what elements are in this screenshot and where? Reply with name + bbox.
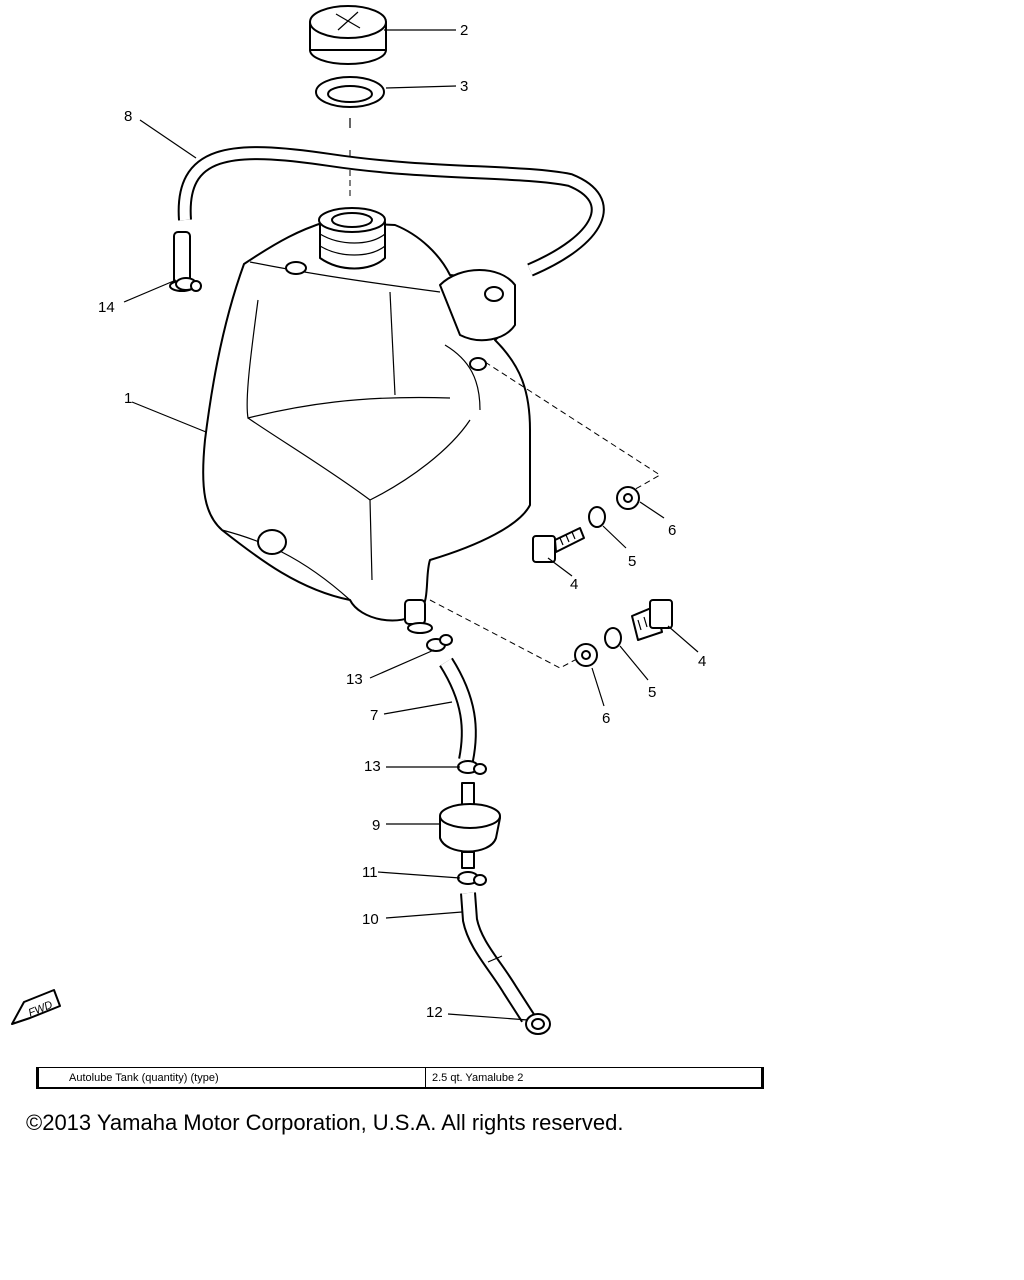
callout-12: 12 [426, 1004, 443, 1021]
callout-2: 2 [460, 22, 468, 39]
forward-arrow-icon: FWD [11, 989, 61, 1025]
oil-filter [439, 782, 501, 869]
callout-8: 8 [124, 108, 132, 125]
outlet-hose [439, 657, 477, 762]
callout-5-upper: 5 [628, 553, 636, 570]
oil-tank [202, 207, 531, 634]
copyright-notice: ©2013 Yamaha Motor Corporation, U.S.A. A… [26, 1110, 624, 1135]
spec-label: Autolube Tank (quantity) (type) [39, 1068, 426, 1087]
lower-bolt [631, 599, 673, 641]
pipe-clip [175, 277, 202, 292]
exploded-parts-diagram: FWD 2 3 8 14 1 6 5 4 4 5 6 13 7 13 9 11 … [11, 5, 706, 1035]
callout-13-upper: 13 [346, 671, 363, 688]
callout-9: 9 [372, 817, 380, 834]
callout-4-upper: 4 [570, 576, 578, 593]
callout-5-lower: 5 [648, 684, 656, 701]
leader-lines [123, 29, 699, 1021]
callout-1: 1 [124, 390, 132, 407]
callout-4-lower: 4 [698, 653, 706, 670]
callout-3: 3 [460, 78, 468, 95]
callout-11: 11 [362, 864, 378, 881]
callout-13-lower: 13 [364, 758, 381, 775]
filler-cap [309, 5, 387, 65]
lower-spring-washer [604, 627, 622, 649]
spec-value: 2.5 qt. Yamalube 2 [432, 1072, 524, 1084]
callout-14: 14 [98, 299, 115, 316]
callout-6-lower: 6 [602, 710, 610, 727]
hose-clip-upper [426, 634, 453, 652]
spec-table: Autolube Tank (quantity) (type) 2.5 qt. … [36, 1067, 764, 1089]
callout-7: 7 [370, 707, 378, 724]
callout-10: 10 [362, 911, 379, 928]
cap-gasket [315, 76, 385, 108]
hose-clip-lower [457, 871, 487, 886]
breather-hose [177, 146, 605, 277]
upper-spring-washer [588, 506, 606, 528]
hose-clip-middle [457, 760, 487, 775]
lower-hose [460, 892, 535, 1023]
hose-end-clamp [525, 1013, 551, 1035]
callout-6-upper: 6 [668, 522, 676, 539]
upper-bolt [532, 527, 585, 563]
